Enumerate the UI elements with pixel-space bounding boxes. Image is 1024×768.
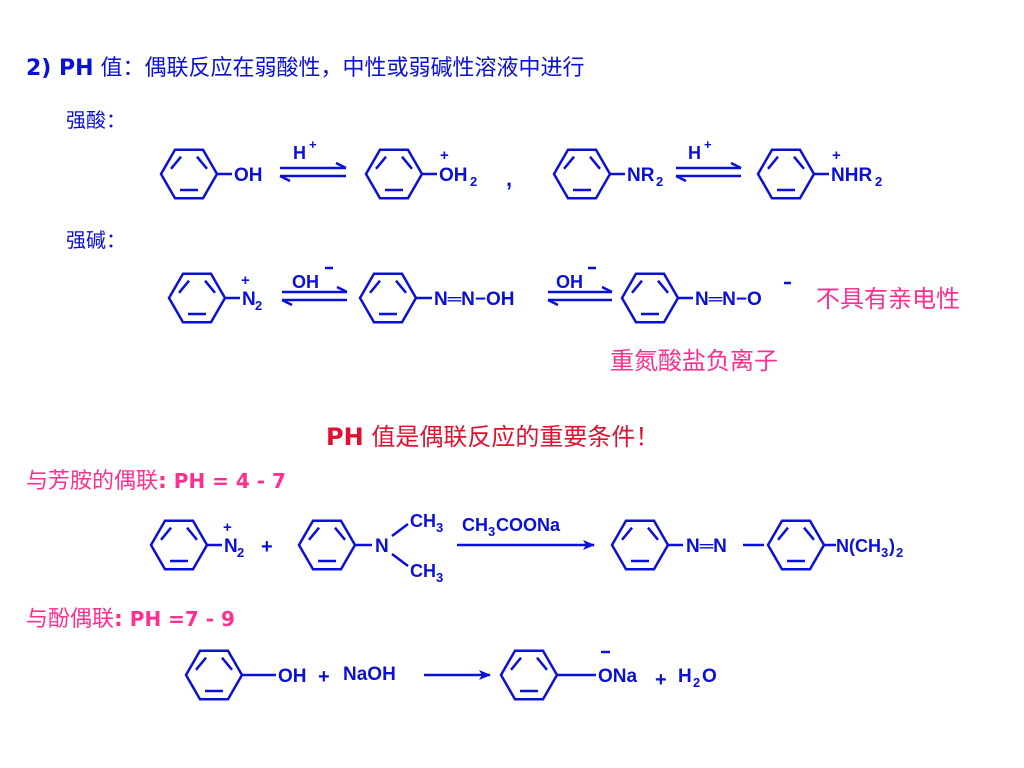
n2-label: N [242, 289, 256, 310]
phenol-plus-2: + [655, 669, 667, 691]
amine-n-label: N [375, 536, 389, 557]
benzene-ring-ammonium [756, 148, 816, 200]
n2-label-2: N [224, 536, 238, 557]
dimethylamino-sub2: 2 [896, 545, 903, 560]
benzene-ring-diazonium-2 [149, 519, 209, 571]
oh2-subscript: 2 [470, 174, 477, 189]
benzene-ring-dimethylaniline [297, 519, 357, 571]
benzene-ring-oxonium [364, 148, 424, 200]
nhr2-label: NHR [831, 165, 872, 186]
phenol-coupling-title-line: 与酚偶联: PH =7 - 9 [26, 601, 235, 633]
ona-label: ONa [598, 666, 638, 687]
diazotate-anion-label: 重氮酸盐负离子 [610, 347, 778, 375]
diazonium-charge: + [241, 272, 250, 289]
phenol-coupling-ph: PH =7 - 9 [122, 607, 235, 631]
base-arrow1-label: OH [292, 272, 319, 292]
methyl-top-sub: 3 [436, 520, 443, 535]
n2-subscript: 2 [255, 298, 262, 313]
n2-subscript-2: 2 [237, 545, 244, 560]
naoh-label: NaOH [343, 664, 396, 685]
methyl-top: CH [410, 511, 436, 531]
oxonium-charge: + [440, 147, 449, 164]
benzene-ring-azo-right [766, 519, 826, 571]
methyl-bottom-sub: 3 [436, 570, 443, 585]
water-h: H [678, 666, 692, 687]
phenol-coupling-colon: : [114, 607, 123, 632]
reagent-rest: COONa [496, 515, 561, 535]
strong-acid-title: 强酸： [66, 108, 126, 132]
diazonium-charge-2: + [223, 519, 232, 536]
oh-label: OH [234, 165, 263, 186]
ammonium-charge: + [832, 147, 841, 164]
nr2-label: NR [627, 165, 655, 186]
methyl-bottom: CH [410, 561, 436, 581]
benzene-ring-amine [552, 148, 612, 200]
azo-label: N═N [686, 536, 727, 557]
condition-ph: PH [326, 423, 364, 451]
water-o: O [702, 666, 717, 687]
reagent-sub: 3 [488, 524, 495, 539]
benzene-ring-diazohydroxide [358, 272, 418, 324]
dimethylamino-label: N(CH [836, 536, 881, 556]
oh2-label: OH [439, 165, 468, 186]
nr2-subscript: 2 [656, 174, 663, 189]
condition-text: 值是偶联反应的重要条件！ [363, 423, 660, 451]
ph-importance-statement: PH 值是偶联反应的重要条件！ [326, 417, 659, 452]
benzene-ring-azo-left [610, 519, 670, 571]
heading-text: 值：偶联反应在弱酸性，中性或弱碱性溶液中进行 [93, 56, 585, 81]
amine-coupling-colon: : [158, 469, 167, 494]
phenol-plus-1: + [318, 666, 330, 688]
phenol-coupling-title: 与酚偶联 [26, 607, 115, 632]
diazotate-label: N═N−O [695, 289, 762, 310]
diazohydroxide-label: N═N−OH [434, 289, 515, 310]
acid-arrow-label-left: H [293, 143, 306, 163]
dimethylamino-close: ) [889, 536, 895, 556]
amine-plus: + [261, 536, 273, 558]
separator-comma: , [506, 166, 512, 191]
base-arrow2-label: OH [556, 272, 583, 292]
acid-arrow-plus-left: + [309, 137, 317, 152]
strong-base-title: 强碱： [66, 228, 126, 252]
benzene-ring-diazotate [620, 272, 680, 324]
acid-arrow-plus-right: + [704, 137, 712, 152]
benzene-ring-diazonium [167, 272, 227, 324]
acid-arrow-label-right: H [688, 143, 701, 163]
not-electrophilic-note: 不具有亲电性 [816, 285, 960, 313]
amine-coupling-title-line: 与芳胺的偶联: PH = 4 - 7 [26, 463, 286, 495]
benzene-ring-phenol-2 [184, 649, 244, 701]
phenol-oh-label: OH [278, 666, 307, 687]
benzene-ring-phenoxide [499, 649, 559, 701]
section-heading: 2) PH 值：偶联反应在弱酸性，中性或弱碱性溶液中进行 [26, 50, 585, 82]
reagent-ch: CH [462, 515, 488, 535]
amine-coupling-ph: PH = 4 - 7 [166, 469, 286, 493]
water-sub: 2 [693, 675, 700, 690]
benzene-ring-phenol [159, 148, 219, 200]
dimethylamino-sub1: 3 [881, 545, 888, 560]
amine-coupling-title: 与芳胺的偶联 [26, 469, 159, 494]
heading-number: 2) PH [26, 56, 94, 81]
nhr2-subscript: 2 [875, 174, 882, 189]
